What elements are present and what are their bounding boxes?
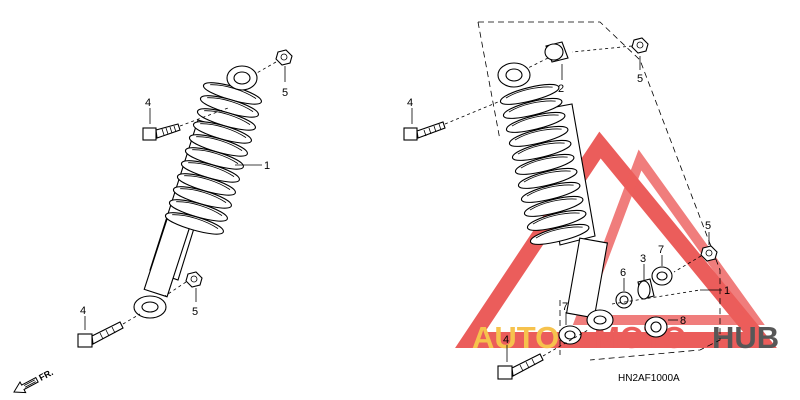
left-shock-top-eye	[226, 65, 258, 91]
watermark-triangle-inner	[572, 149, 765, 325]
right-top-nut	[631, 37, 649, 54]
diagram-code: HN2AF1000A	[618, 373, 680, 384]
left-shock-spring	[163, 77, 264, 240]
left-bottom-bolt	[77, 321, 124, 348]
right-shock-absorber	[497, 62, 614, 331]
right-leaders	[411, 45, 710, 362]
left-bottom-nut	[185, 271, 203, 288]
callout-right-bearing-6: 6	[620, 267, 626, 279]
front-direction-arrow-icon	[13, 376, 39, 394]
callout-left-shock: 1	[264, 160, 270, 172]
right-bottom-bolt	[497, 353, 544, 380]
callout-left-bolt-bottom: 4	[80, 305, 86, 317]
right-top-bolt	[403, 121, 446, 141]
right-bushing-7-upper	[651, 266, 673, 286]
left-top-nut	[275, 49, 293, 66]
right-shock-assembly: 4 2 5 5 7 3 6 1 7 8 4	[403, 21, 730, 380]
callout-right-shock-group: 1	[724, 285, 730, 297]
callout-right-nut-side: 5	[705, 220, 711, 232]
callout-right-nut-top: 5	[637, 73, 643, 85]
callout-right-bolt-top: 4	[407, 97, 413, 109]
left-shock-assembly: 4 5 1 4 5	[77, 49, 293, 348]
callout-left-nut-top: 5	[282, 87, 288, 99]
right-top-bushing	[544, 41, 569, 63]
callout-right-bushing-7b: 7	[562, 301, 568, 313]
right-shock-top-eye	[497, 62, 531, 88]
watermark-triangle-outer	[455, 131, 777, 348]
right-shock-bottom-eye	[586, 309, 614, 331]
callout-right-bushing-7a: 7	[658, 244, 664, 256]
left-shock-absorber	[133, 65, 264, 319]
watermark-text-hub: HUB	[712, 320, 779, 355]
right-bushing-7-lower	[558, 325, 582, 345]
right-seal-8	[644, 316, 668, 338]
right-side-nut	[700, 245, 718, 262]
right-bearing-6	[615, 291, 633, 309]
left-top-bolt	[142, 123, 181, 141]
watermark: AUTO MOTO HUB	[455, 131, 779, 355]
left-leaders	[84, 61, 286, 330]
front-direction-label: FR.	[37, 367, 54, 383]
callout-right-bolt-bottom: 4	[503, 334, 509, 346]
front-direction-indicator: FR.	[13, 367, 55, 394]
callout-left-bolt-top: 4	[145, 97, 151, 109]
callout-right-bushing-top: 2	[558, 83, 564, 95]
left-shock-bottom-eye	[133, 295, 167, 319]
watermark-text-auto: AUTO	[472, 320, 559, 355]
callout-left-nut-bottom: 5	[192, 306, 198, 318]
watermark-text: AUTO MOTO HUB	[472, 320, 779, 355]
callout-right-collar-3: 3	[640, 253, 646, 265]
callout-right-seal-8: 8	[680, 315, 686, 327]
right-collar-3	[637, 278, 655, 300]
